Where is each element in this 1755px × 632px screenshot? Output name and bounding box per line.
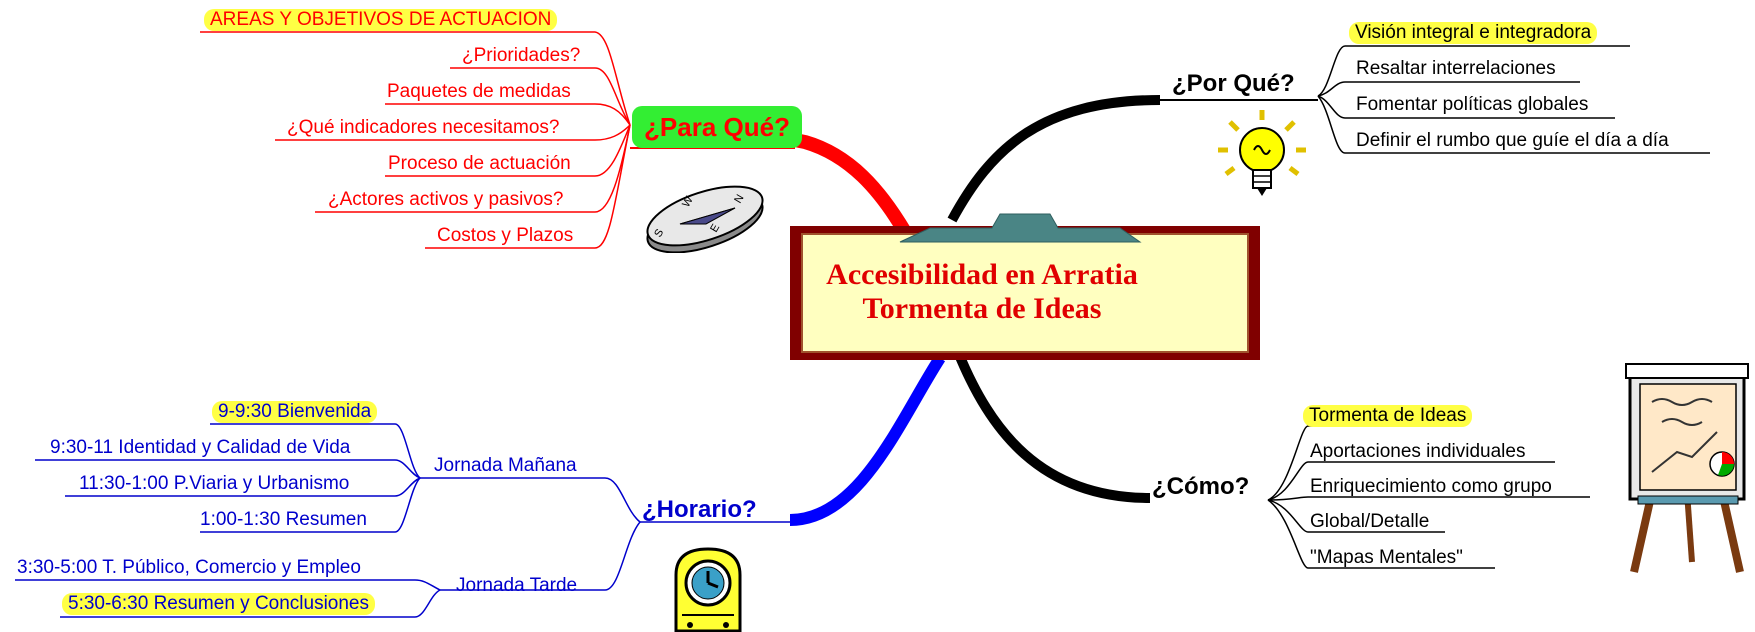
- por-que-item-fomentar[interactable]: Fomentar políticas globales: [1356, 94, 1589, 115]
- para-que-item-prioridades[interactable]: ¿Prioridades?: [462, 45, 581, 66]
- central-title-line1: Accesibilidad en Arratia: [826, 258, 1138, 291]
- central-title-line2: Tormenta de Ideas: [862, 292, 1102, 325]
- para-que-item-indicadores[interactable]: ¿Qué indicadores necesitamos?: [287, 117, 560, 138]
- central-topic-title: Accesibilidad en Arratia Tormenta de Ide…: [812, 258, 1152, 326]
- branch-como[interactable]: ¿Cómo?: [1152, 473, 1250, 500]
- para-que-item-costos[interactable]: Costos y Plazos: [437, 225, 574, 246]
- por-que-item-vision[interactable]: Visión integral e integradora: [1349, 22, 1598, 44]
- lightbulb-icon: [1212, 108, 1312, 209]
- central-topic: [790, 212, 1260, 362]
- horario-jornada-tarde[interactable]: Jornada Tarde: [456, 575, 578, 596]
- como-item-mapas[interactable]: "Mapas Mentales": [1310, 547, 1463, 568]
- flipchart-icon: [1622, 362, 1752, 582]
- compass-icon: N S E W: [640, 178, 770, 258]
- tarde-item-resumen[interactable]: 5:30-6:30 Resumen y Conclusiones: [62, 593, 376, 615]
- para-que-item-paquetes[interactable]: Paquetes de medidas: [387, 81, 571, 102]
- como-item-aportaciones[interactable]: Aportaciones individuales: [1310, 441, 1526, 462]
- branch-por-que[interactable]: ¿Por Qué?: [1172, 70, 1295, 97]
- branch-horario[interactable]: ¿Horario?: [642, 496, 757, 523]
- como-item-global[interactable]: Global/Detalle: [1310, 511, 1430, 532]
- clock-icon: [668, 545, 748, 632]
- para-que-item-actores[interactable]: ¿Actores activos y pasivos?: [328, 189, 564, 210]
- por-que-item-definir[interactable]: Definir el rumbo que guíe el día a día: [1356, 130, 1669, 151]
- manana-item-identidad[interactable]: 9:30-11 Identidad y Calidad de Vida: [50, 437, 351, 458]
- como-item-tormenta[interactable]: Tormenta de Ideas: [1303, 405, 1473, 427]
- para-que-item-proceso[interactable]: Proceso de actuación: [388, 153, 571, 174]
- manana-item-viaria[interactable]: 11:30-1:00 P.Viaria y Urbanismo: [79, 473, 350, 494]
- para-que-item-areas[interactable]: AREAS Y OBJETIVOS DE ACTUACION: [204, 9, 558, 31]
- clipboard-frame: [790, 213, 1260, 360]
- manana-item-bienvenida[interactable]: 9-9:30 Bienvenida: [212, 401, 378, 423]
- tarde-item-publico[interactable]: 3:30-5:00 T. Público, Comercio y Empleo: [17, 557, 361, 578]
- branch-para-que[interactable]: ¿Para Qué?: [632, 106, 802, 148]
- por-que-item-resaltar[interactable]: Resaltar interrelaciones: [1356, 58, 1556, 79]
- horario-jornada-manana[interactable]: Jornada Mañana: [434, 455, 577, 476]
- como-item-enriquecimiento[interactable]: Enriquecimiento como grupo: [1310, 476, 1552, 497]
- manana-item-resumen[interactable]: 1:00-1:30 Resumen: [200, 509, 367, 530]
